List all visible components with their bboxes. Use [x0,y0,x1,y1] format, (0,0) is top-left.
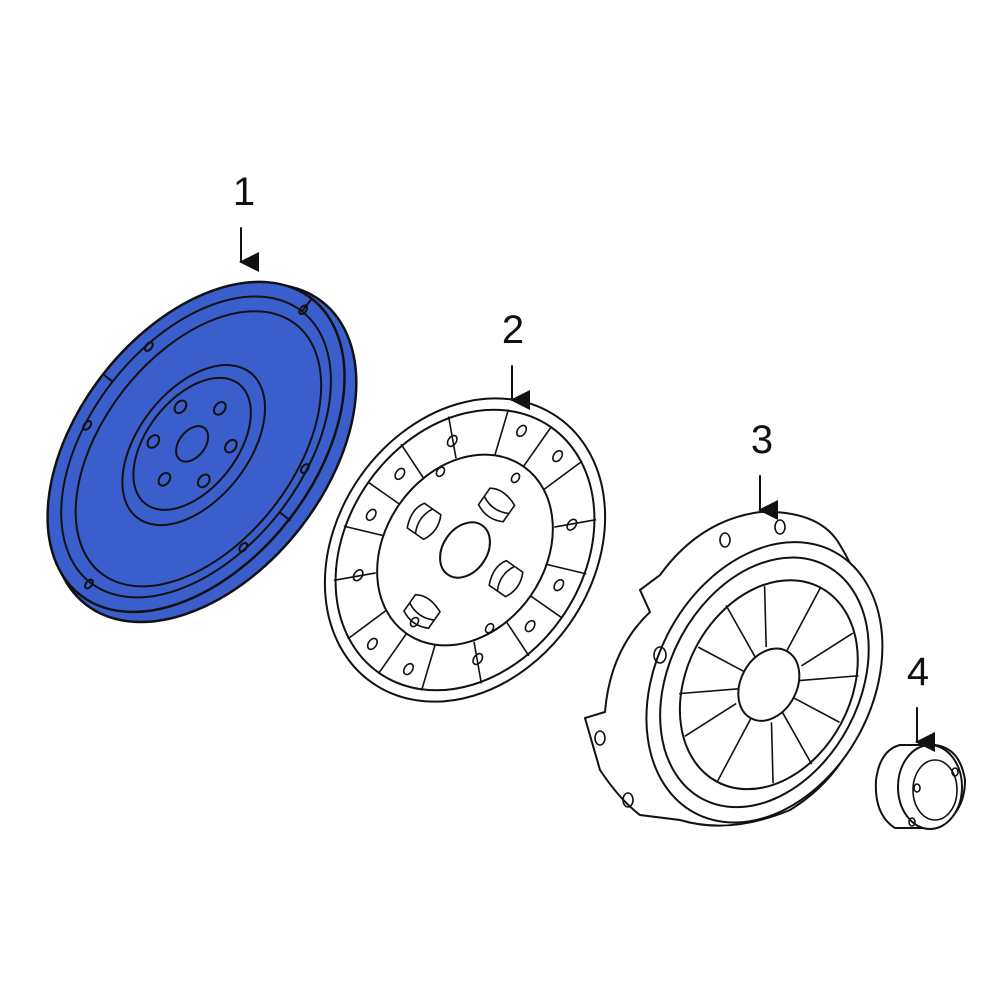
pressure-plate-part[interactable] [583,501,929,864]
clutch-disc-part[interactable] [267,344,663,756]
release-bearing-part[interactable] [874,744,967,830]
callout-label-1: 1 [232,170,256,214]
callout-label-4: 4 [906,650,930,694]
callout-label-2: 2 [501,308,525,352]
callout-label-3: 3 [750,418,774,462]
flywheel-part[interactable] [0,223,418,680]
